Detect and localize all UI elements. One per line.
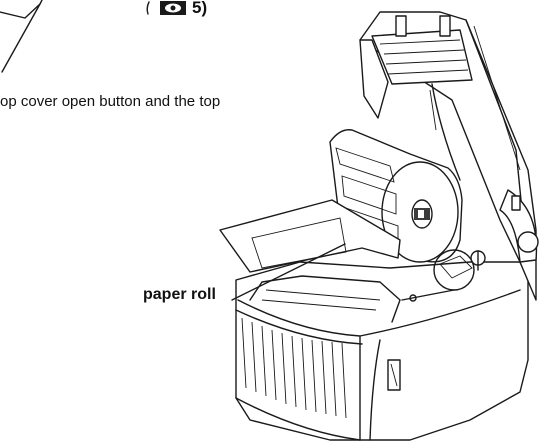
previous-figure-fragment [0,0,43,73]
top-cover [359,11,539,301]
eye-icon [146,1,186,15]
step-reference: 5) [150,0,207,18]
paper-roll-label: paper roll [143,286,216,303]
printer-body [235,250,529,441]
step-number: 5) [192,0,208,17]
paper-roll-leader [231,243,346,301]
front-grille [235,317,361,441]
instruction-text: op cover open button and the top [0,93,221,110]
paper-roll [219,129,475,301]
